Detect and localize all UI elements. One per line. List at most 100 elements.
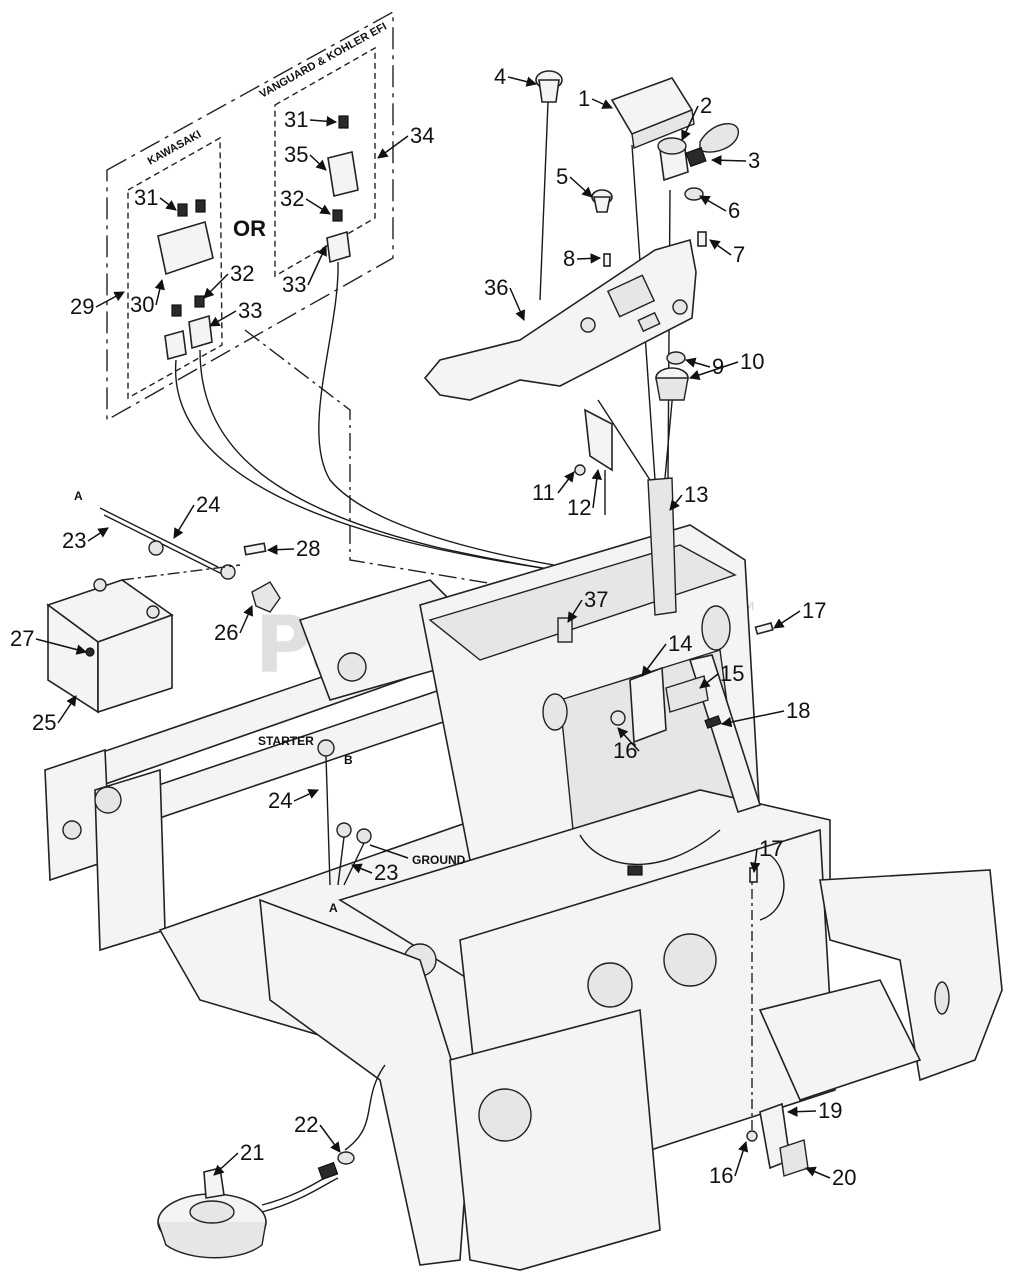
callout-c18: 18 (720, 698, 810, 728)
connector-33a-left (164, 329, 187, 361)
dash-hole-10 (672, 299, 688, 315)
callout-leader (293, 789, 319, 802)
terminal-31a-right (195, 199, 206, 213)
callout-number: 32 (230, 261, 254, 286)
lower-hole (478, 1088, 532, 1142)
kawasaki-subbox (127, 136, 223, 400)
callout-leader (669, 494, 683, 511)
cable-marker-a-bottom: A (329, 901, 338, 915)
callout-number: 27 (10, 626, 34, 651)
callout-c32a: 32 (203, 261, 254, 299)
connector-35 (327, 151, 359, 197)
callout-leader (87, 527, 109, 542)
callout-leader (617, 727, 640, 752)
callout-number: 12 (567, 495, 591, 520)
callout-c33a: 33 (209, 298, 262, 327)
callout-c16b: 16 (709, 1141, 749, 1188)
callout-leader (591, 468, 602, 509)
callout-c35: 35 (284, 142, 327, 171)
tower-slot-2 (542, 693, 568, 731)
callout-c3: 3 (710, 148, 760, 173)
pto-clutch-body (157, 1221, 267, 1259)
callout-number: 30 (130, 292, 154, 317)
kawasaki-label: KAWASAKI (146, 128, 204, 167)
callout-number: 9 (712, 354, 724, 379)
cable-eyelet-23 (148, 540, 164, 556)
callout-number: 23 (374, 860, 398, 885)
callout-leader (699, 673, 719, 689)
ignition-switch-bezel (657, 137, 687, 155)
callout-number: 4 (494, 64, 506, 89)
cable-marker-b: B (344, 753, 353, 767)
clutch-connector (317, 1161, 339, 1181)
main-frame (44, 524, 1003, 1271)
callout-number: 28 (296, 536, 320, 561)
callout-c21: 21 (213, 1140, 264, 1176)
callout-leader (377, 135, 409, 159)
clutch-wire-frame (344, 1064, 386, 1151)
callout-c28: 28 (266, 536, 320, 561)
battery-screw-27 (85, 647, 95, 657)
ignition-key-3 (685, 146, 707, 168)
right-front-plate (819, 869, 1003, 1082)
callout-leader (95, 291, 125, 308)
callout-number: 33 (238, 298, 262, 323)
tower-slot (701, 605, 731, 651)
callout-number: 35 (284, 142, 308, 167)
starter-eyelet (317, 739, 335, 757)
callout-number: 10 (740, 349, 764, 374)
callout-c26: 26 (214, 605, 253, 645)
choke-knob-stem (593, 196, 611, 213)
callout-leader (507, 76, 538, 87)
battery-post-right (146, 605, 160, 619)
screw-7 (697, 231, 707, 247)
callout-number: 31 (134, 185, 158, 210)
callout-leader (319, 1124, 341, 1153)
throttle-bracket-12 (584, 408, 613, 472)
tower-connector (627, 865, 643, 876)
vanguard-subbox (274, 46, 376, 278)
callout-leader (35, 638, 88, 655)
callout-number: 23 (62, 528, 86, 553)
starter-label: STARTER (258, 734, 314, 748)
callout-leader (734, 1141, 749, 1177)
callout-c8: 8 (563, 246, 602, 271)
callout-c34: 34 (377, 123, 434, 159)
callout-leader (57, 695, 77, 724)
callout-number: 6 (728, 198, 740, 223)
pivot-boss (337, 652, 367, 682)
front-crossmember (758, 979, 922, 1101)
front-bracket-assembly (746, 867, 809, 1177)
terminal-31a-left (177, 203, 188, 217)
callout-c24b: 24 (268, 788, 319, 813)
terminal-31b (338, 115, 349, 129)
engine-harness-kit-box: KAWASAKI VANGUARD & KOHLER EFI OR (106, 10, 394, 422)
callout-number: 16 (613, 738, 637, 763)
connector-33b (326, 230, 351, 264)
frame-pivot (94, 786, 122, 814)
callout-c27: 27 (10, 626, 88, 655)
clip-37 (557, 617, 573, 643)
callout-leader (786, 1106, 817, 1117)
callout-leader (351, 863, 373, 874)
callout-leader (699, 195, 727, 212)
callout-c15: 15 (699, 661, 744, 689)
battery-front-face (97, 613, 173, 714)
hour-meter-body (655, 377, 689, 401)
dash-hole-8 (580, 317, 596, 333)
callout-number: 16 (709, 1163, 733, 1188)
kit-box-outline (106, 10, 394, 422)
ground-leader (369, 844, 409, 859)
callout-number: 3 (748, 148, 760, 173)
terminal-32a-left (171, 304, 182, 317)
callout-number: 8 (563, 246, 575, 271)
dash-panel-opening (606, 274, 656, 318)
callout-leader (173, 504, 195, 539)
switch-15 (665, 675, 709, 713)
connector-22 (337, 1151, 355, 1165)
callout-number: 13 (684, 482, 708, 507)
vanguard-kohler-label: VANGUARD & KOHLER EFI (258, 21, 389, 101)
callout-leader (684, 357, 711, 368)
callout-c32b: 32 (280, 186, 331, 215)
